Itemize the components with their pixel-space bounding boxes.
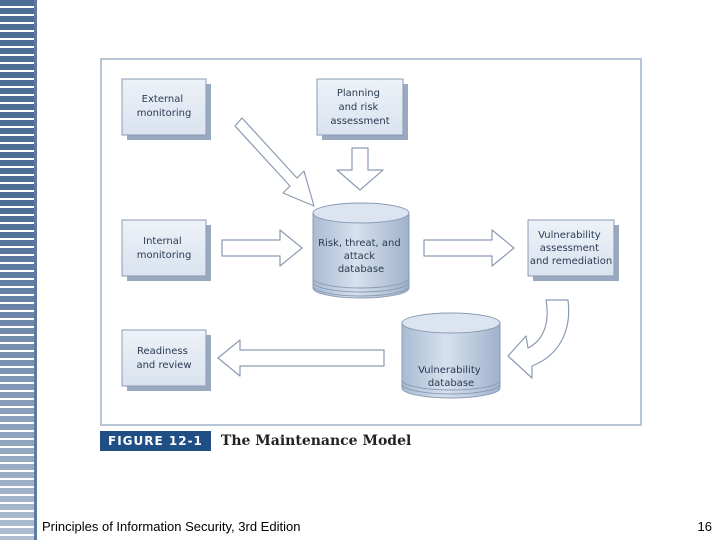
figure-title: The Maintenance Model bbox=[220, 433, 412, 449]
internal-line-1: Internal bbox=[143, 236, 182, 247]
maintenance-model-figure: External monitoring Planning and risk as… bbox=[100, 58, 642, 426]
arrow-internal-to-risk bbox=[221, 229, 303, 267]
readiness-line-1: Readiness bbox=[137, 346, 188, 357]
sidebar-edge bbox=[34, 0, 37, 540]
arrow-vuln-assessment-to-vuln-db bbox=[507, 299, 570, 379]
vuln-assess-line-2: assessment bbox=[540, 243, 599, 254]
vuln-db-line-1: Vulnerability bbox=[418, 365, 481, 376]
readiness-line-2: and review bbox=[136, 360, 191, 371]
risk-db-line-3: database bbox=[338, 264, 384, 275]
svg-text:Readiness and review: Readiness and review bbox=[136, 346, 191, 371]
planning-line-3: assessment bbox=[330, 116, 389, 127]
svg-text:Planning and risk: Planning and risk assessment bbox=[330, 88, 389, 127]
svg-text:Internal monitoring: Internal monitoring bbox=[137, 236, 192, 261]
external-line-1: External bbox=[142, 94, 184, 105]
internal-line-2: monitoring bbox=[137, 250, 192, 261]
risk-threat-attack-database: Risk, threat, and attack database bbox=[312, 202, 410, 299]
internal-monitoring-box: Internal monitoring bbox=[121, 219, 211, 281]
risk-db-line-2: attack bbox=[344, 251, 376, 262]
vuln-assess-line-1: Vulnerability bbox=[538, 230, 601, 241]
page-number: 16 bbox=[697, 519, 712, 534]
vuln-assess-line-3: and remediation bbox=[530, 256, 612, 267]
vulnerability-assessment-box: Vulnerability assessment and remediation bbox=[527, 219, 619, 281]
risk-db-line-1: Risk, threat, and bbox=[318, 238, 401, 249]
diagram-canvas: External monitoring Planning and risk as… bbox=[121, 78, 619, 399]
vuln-db-line-2: database bbox=[428, 378, 474, 389]
svg-text:Vulnerability assessme: Vulnerability assessment and remediation bbox=[530, 230, 612, 267]
planning-line-2: and risk bbox=[338, 102, 378, 113]
planning-box: Planning and risk assessment bbox=[316, 78, 408, 140]
arrow-risk-to-vuln-assessment bbox=[423, 229, 515, 267]
svg-text:Risk, threat, and atta: Risk, threat, and attack database bbox=[318, 238, 404, 275]
svg-text:Vulnerability database: Vulnerability database bbox=[418, 365, 484, 389]
sidebar-fade bbox=[0, 0, 34, 540]
figure-caption: FIGURE 12-1 The Maintenance Model bbox=[100, 430, 411, 452]
readiness-review-box: Readiness and review bbox=[121, 329, 211, 391]
planning-line-1: Planning bbox=[337, 88, 380, 99]
arrow-vuln-db-to-readiness bbox=[217, 339, 385, 377]
figure-label: FIGURE 12-1 bbox=[100, 431, 211, 451]
external-monitoring-box: External monitoring bbox=[121, 78, 211, 140]
vulnerability-database: Vulnerability database bbox=[401, 312, 501, 399]
external-line-2: monitoring bbox=[137, 108, 192, 119]
footer-book-title: Principles of Information Security, 3rd … bbox=[42, 519, 301, 534]
arrow-planning-to-risk bbox=[336, 147, 384, 191]
arrow-external-to-risk bbox=[234, 117, 315, 207]
svg-text:External monitoring: External monitoring bbox=[137, 94, 192, 119]
